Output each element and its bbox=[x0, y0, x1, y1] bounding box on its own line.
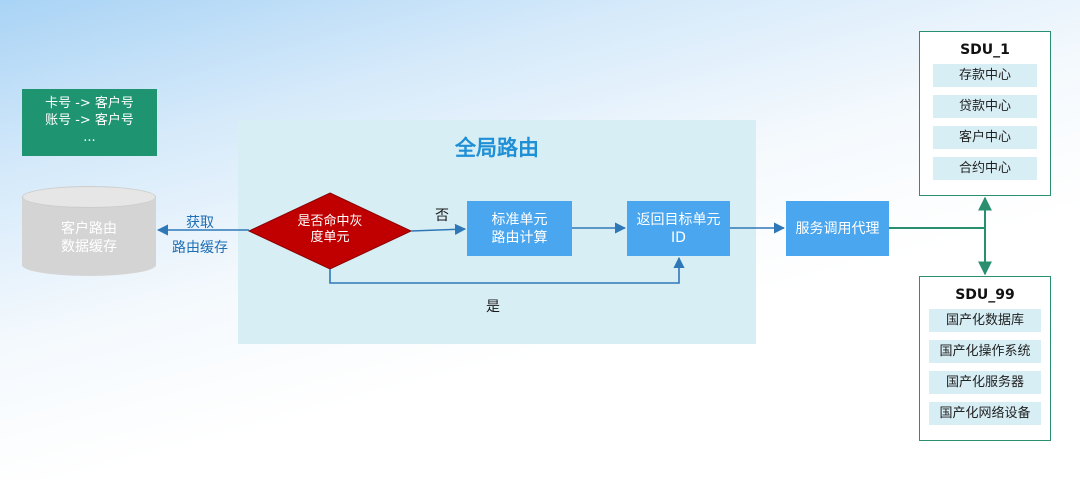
sdu-99-item: 国产化数据库 bbox=[929, 309, 1041, 332]
service-call-proxy-box: 服务调用代理 bbox=[786, 201, 889, 256]
return-box-line2: ID bbox=[671, 229, 686, 246]
arrow-no-branch bbox=[410, 223, 467, 235]
yes-branch-label: 是 bbox=[486, 299, 500, 315]
sdu-99-title: SDU_99 bbox=[955, 287, 1015, 303]
fetch-label-line1: 获取 bbox=[186, 215, 214, 231]
sdu-1-title: SDU_1 bbox=[960, 42, 1010, 58]
mapping-line-ellipsis: ... bbox=[83, 130, 96, 145]
global-routing-title: 全局路由 bbox=[455, 136, 539, 160]
fetch-label-line2: 路由缓存 bbox=[172, 240, 228, 256]
sdu-1-item: 合约中心 bbox=[933, 157, 1037, 180]
sdu-99-item: 国产化服务器 bbox=[929, 371, 1041, 394]
cylinder-top bbox=[22, 186, 156, 208]
sdu-1-item: 贷款中心 bbox=[933, 95, 1037, 118]
id-mapping-box: 卡号 -> 客户号 账号 -> 客户号 ... bbox=[22, 89, 157, 156]
return-box-line1: 返回目标单元 bbox=[636, 211, 721, 228]
arrow-yes-branch bbox=[329, 256, 685, 284]
cache-label-line1: 客户路由 bbox=[61, 221, 117, 237]
decision-label-line2: 度单元 bbox=[310, 230, 350, 245]
standard-box-line2: 路由计算 bbox=[491, 229, 548, 246]
standard-box-line1: 标准单元 bbox=[491, 211, 548, 228]
mapping-line-card: 卡号 -> 客户号 bbox=[45, 96, 134, 111]
standard-unit-routing-box: 标准单元 路由计算 bbox=[467, 201, 572, 256]
cache-label-line2: 数据缓存 bbox=[61, 239, 117, 255]
return-target-unit-box: 返回目标单元 ID bbox=[627, 201, 730, 256]
decision-label-line1: 是否命中灰 bbox=[297, 214, 363, 229]
route-cache-database: 客户路由 数据缓存 bbox=[22, 186, 156, 276]
sdu-99-item: 国产化网络设备 bbox=[929, 402, 1041, 425]
sdu-1-item: 客户中心 bbox=[933, 126, 1037, 149]
sdu-1-item: 存款中心 bbox=[933, 64, 1037, 87]
sdu-99-box: SDU_99 国产化数据库 国产化操作系统 国产化服务器 国产化网络设备 bbox=[919, 276, 1051, 441]
decision-label: 是否命中灰 度单元 bbox=[277, 214, 383, 246]
sdu-1-box: SDU_1 存款中心 贷款中心 客户中心 合约中心 bbox=[919, 31, 1051, 196]
mapping-line-account: 账号 -> 客户号 bbox=[45, 113, 134, 128]
cache-label: 客户路由 数据缓存 bbox=[22, 220, 156, 256]
no-branch-label: 否 bbox=[435, 208, 449, 224]
sdu-99-item: 国产化操作系统 bbox=[929, 340, 1041, 363]
proxy-box-label: 服务调用代理 bbox=[795, 220, 880, 237]
